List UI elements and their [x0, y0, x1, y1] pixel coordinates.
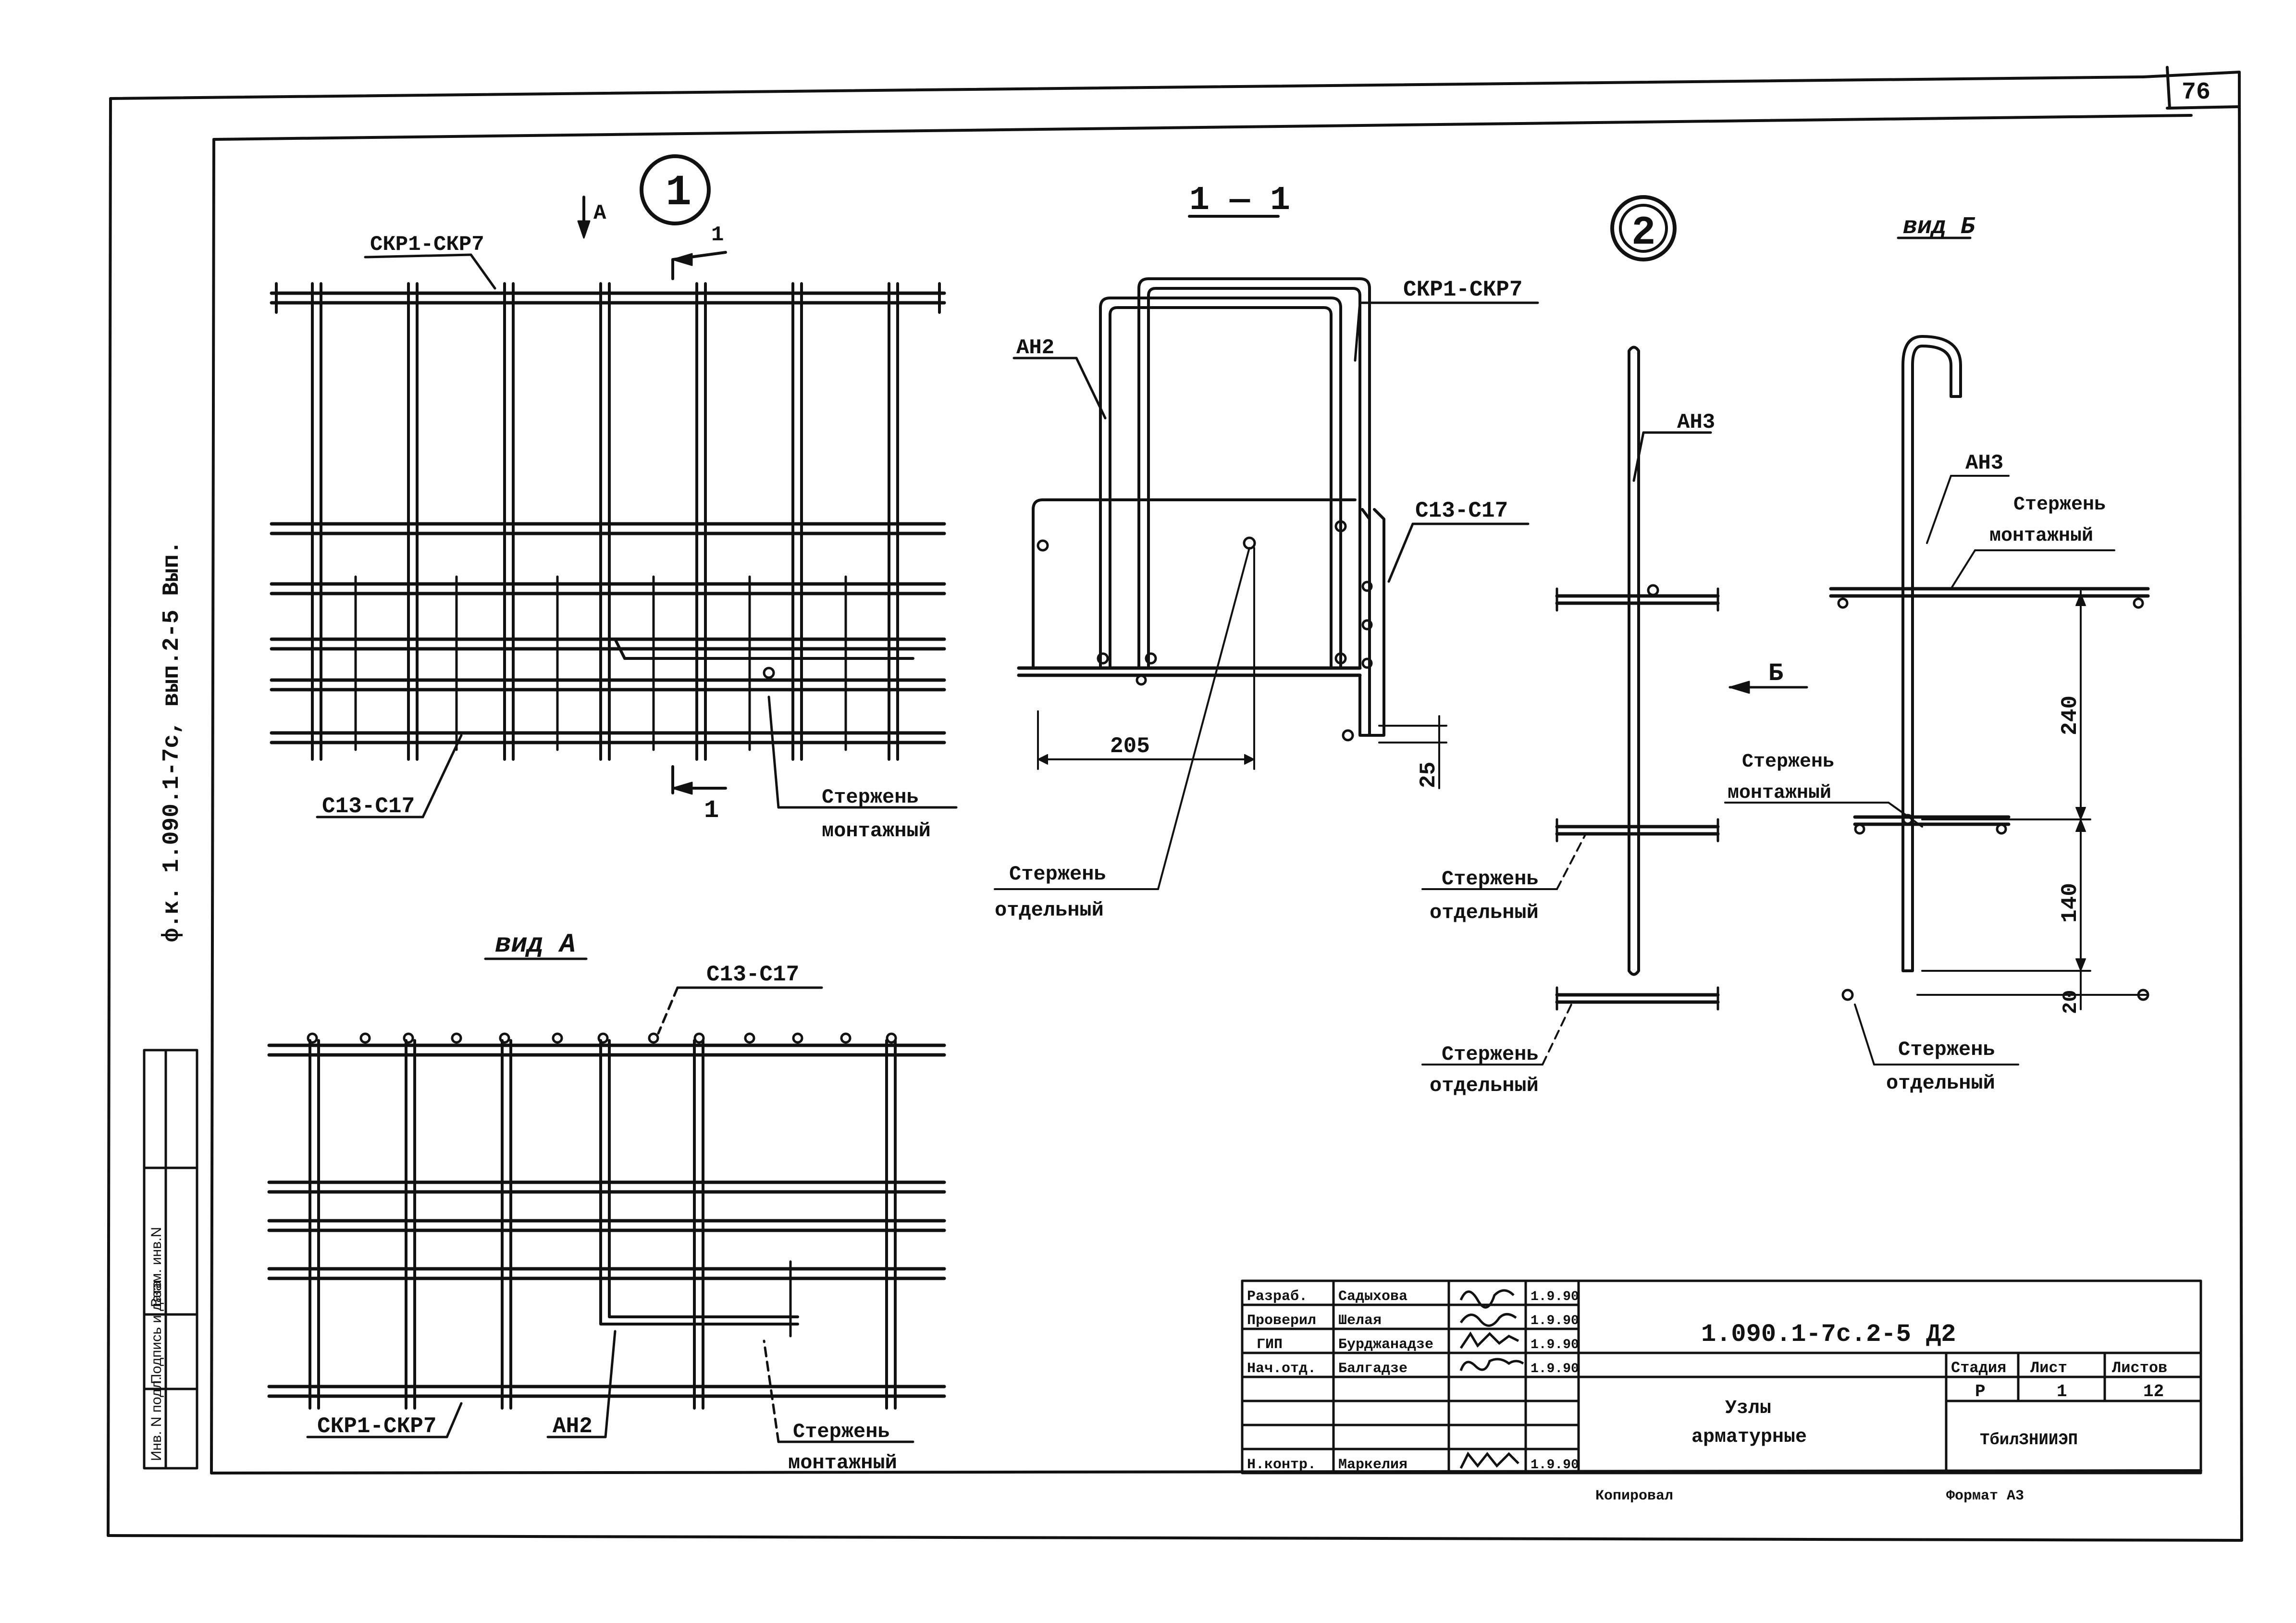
- tb-role-3: ГИП: [1257, 1337, 1283, 1353]
- view-a-label-mesh: СКР1-СКР7: [317, 1414, 436, 1439]
- signatures: [1459, 1289, 1524, 1469]
- section-rod-line1: Стержень: [1009, 863, 1106, 886]
- tb-name-7: Маркелия: [1338, 1457, 1407, 1473]
- node2-rod2-line1: Стержень: [1442, 1043, 1539, 1066]
- tb-date-4: 1.9.90: [1531, 1362, 1579, 1376]
- tb-name-4: Балгадзе: [1338, 1361, 1407, 1377]
- sheets-value: 12: [2143, 1382, 2164, 1401]
- node2-mounting-line2: монтажный: [1728, 782, 1831, 804]
- tb-role-4: Нач.отд.: [1247, 1361, 1316, 1377]
- document-code: 1.090.1-7с.2-5 Д2: [1701, 1320, 1956, 1349]
- inv-field-2: Подпись и дата: [148, 1280, 164, 1384]
- view-b-dim-240: 240: [2058, 695, 2083, 735]
- node2-rod2-line2: отдельный: [1430, 1074, 1539, 1097]
- inv-field-3: Взам. инв.N: [148, 1227, 164, 1307]
- node1-mounting-line1: Стержень: [822, 786, 919, 809]
- view-a-drawing: [267, 957, 946, 1443]
- sheets-header: Листов: [2112, 1359, 2167, 1377]
- node1-marker-number: 1: [666, 169, 691, 218]
- section-dim-width: 205: [1110, 734, 1150, 759]
- view-a-title: вид А: [495, 929, 576, 960]
- tb-name-3: Бурджанадзе: [1338, 1337, 1433, 1353]
- view-b-dim-20: 20: [2059, 990, 2082, 1014]
- view-a-label-an: АН2: [553, 1414, 593, 1439]
- node2-rod1-line1: Стержень: [1442, 867, 1539, 891]
- section-1-1-title: 1 — 1: [1189, 182, 1290, 220]
- sheet-frame: [107, 66, 2243, 1542]
- sheet-value: 1: [2057, 1382, 2067, 1401]
- tb-role-1: Разраб.: [1247, 1288, 1308, 1305]
- section-mark-top: 1: [711, 223, 724, 247]
- tb-role-2: Проверил: [1247, 1313, 1316, 1329]
- node2-mounting-line1: Стержень: [1742, 751, 1834, 773]
- stage-header: Стадия: [1951, 1359, 2006, 1377]
- node1-label-top-mesh: СКР1-СКР7: [370, 233, 484, 257]
- tb-role-7: Н.контр.: [1247, 1457, 1316, 1473]
- tb-name-2: Шелая: [1338, 1313, 1382, 1329]
- view-b-mounting-line1: Стержень: [2013, 494, 2106, 516]
- title-block: Разраб. Проверил ГИП Нач.отд. Н.контр. С…: [1247, 1288, 2167, 1504]
- view-b-rod-line1: Стержень: [1898, 1038, 1995, 1061]
- node1-plan-drawing: [270, 154, 958, 818]
- view-a-mounting-line1: Стержень: [793, 1420, 890, 1443]
- stage-value: Р: [1975, 1382, 1986, 1401]
- view-b-label-an: АН3: [1965, 451, 2003, 475]
- node2-rod1-line2: отдельный: [1430, 901, 1539, 924]
- copied-label: Копировал: [1595, 1488, 1673, 1504]
- tb-date-1: 1.9.90: [1531, 1289, 1579, 1304]
- tb-date-7: 1.9.90: [1531, 1458, 1579, 1473]
- node2-label-an: АН3: [1677, 410, 1715, 434]
- inventory-side-table: [143, 1049, 198, 1470]
- tb-name-1: Садыхова: [1338, 1288, 1407, 1305]
- section-dim-height: 25: [1416, 762, 1441, 788]
- title-block-grid: [1241, 1279, 2202, 1474]
- node1-mounting-line2: монтажный: [822, 819, 931, 842]
- tb-date-2: 1.9.90: [1531, 1313, 1579, 1328]
- section-1-1-drawing: [994, 215, 1539, 890]
- section-mark-bottom: 1: [704, 796, 719, 825]
- sheet-number: 76: [2182, 79, 2210, 106]
- view-a-arrow-label: А: [593, 201, 606, 225]
- node2-drawing: [1421, 195, 1808, 1065]
- sheet-header: Лист: [2030, 1359, 2067, 1377]
- album-side-text: ф.к. 1.090.1-7с, вып.2-5 Вып.: [159, 541, 185, 942]
- view-a-label-top: С13-С17: [706, 962, 799, 987]
- node2-marker-number: 2: [1631, 211, 1655, 256]
- section-rod-line2: отдельный: [995, 899, 1104, 922]
- drawing-title-line1: Узлы: [1725, 1398, 1771, 1419]
- view-b-drawing: [1724, 236, 2150, 1065]
- view-b-rod-line2: отдельный: [1886, 1072, 1995, 1095]
- section-label-mesh: СКР1-СКР7: [1403, 277, 1522, 302]
- node1-label-bottom-mesh: С13-С17: [322, 794, 415, 819]
- view-b-title: вид Б: [1903, 213, 1975, 241]
- organization: ТбилЗНИИЭП: [1980, 1431, 2078, 1450]
- section-label-c: С13-С17: [1415, 498, 1508, 523]
- view-a-mounting-line2: монтажный: [788, 1451, 897, 1474]
- format-label: Формат А3: [1946, 1488, 2024, 1504]
- sheet-number-text: 76: [2182, 79, 2210, 106]
- drawing-title-line2: арматурные: [1691, 1426, 1807, 1448]
- view-b-mounting-line2: монтажный: [1989, 525, 2093, 547]
- node2-arrow-label: Б: [1768, 659, 1783, 688]
- view-b-dim-140: 140: [2058, 883, 2083, 923]
- tb-date-3: 1.9.90: [1531, 1338, 1579, 1352]
- section-label-an: АН2: [1016, 336, 1054, 360]
- inv-field-1: Инв. N подл.: [148, 1376, 164, 1461]
